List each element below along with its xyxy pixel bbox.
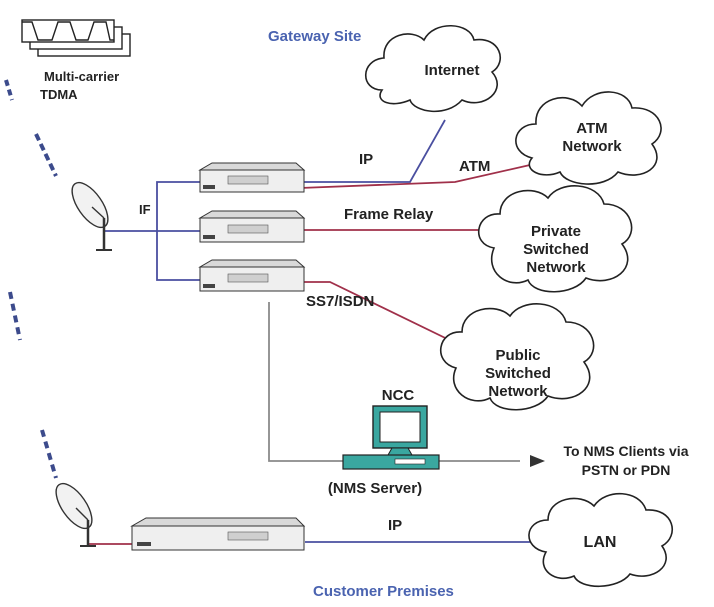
cloud-public-switched-network <box>440 303 595 411</box>
cloud-private-switched-network <box>477 185 633 293</box>
cloud-public-label-1: Public <box>495 347 540 364</box>
cloud-public-label-3: Network <box>488 383 548 400</box>
cloud-private-label-1: Private <box>531 223 581 240</box>
ncc-computer-icon <box>342 405 440 470</box>
cloud-atm-label-2: Network <box>562 138 622 155</box>
satellite-dish-customer-icon <box>55 482 96 547</box>
arrow-head-icon <box>530 455 545 467</box>
cloud-atm-network <box>515 91 662 185</box>
ip-top-label: IP <box>359 151 373 168</box>
cloud-private-label-2: Switched <box>523 241 589 258</box>
legend-line-2: TDMA <box>40 87 78 102</box>
nms-server-label: (NMS Server) <box>328 480 422 497</box>
to-nms-line-1: To NMS Clients via <box>564 443 689 459</box>
gateway-site-heading: Gateway Site <box>268 28 361 45</box>
cloud-lan <box>528 492 673 587</box>
ip-bottom-label: IP <box>388 517 402 534</box>
cloud-public-label-2: Switched <box>485 365 551 382</box>
to-nms-line-2: PSTN or PDN <box>582 462 671 478</box>
if-label: IF <box>139 202 151 217</box>
hub-router-customer <box>130 517 306 551</box>
frame-relay-label: Frame Relay <box>344 206 434 223</box>
cloud-atm-label-1: ATM <box>576 120 607 137</box>
legend-line-1: Multi-carrier <box>44 69 119 84</box>
satellite-dish-gateway-icon <box>71 181 112 251</box>
customer-premises-heading: Customer Premises <box>313 583 454 600</box>
hub-router-bottom <box>198 259 306 292</box>
ncc-label: NCC <box>382 387 415 404</box>
hub-router-top <box>198 162 306 193</box>
hub-router-middle <box>198 210 306 243</box>
cloud-internet <box>365 25 502 113</box>
cloud-lan-label: LAN <box>584 534 617 551</box>
ss7-isdn-label: SS7/ISDN <box>306 293 374 310</box>
cloud-private-label-3: Network <box>526 259 586 276</box>
tdma-carrier-icon <box>21 19 131 57</box>
satellite-link-dashes <box>4 79 58 479</box>
cloud-internet-label: Internet <box>424 62 479 79</box>
atm-label: ATM <box>459 158 490 175</box>
